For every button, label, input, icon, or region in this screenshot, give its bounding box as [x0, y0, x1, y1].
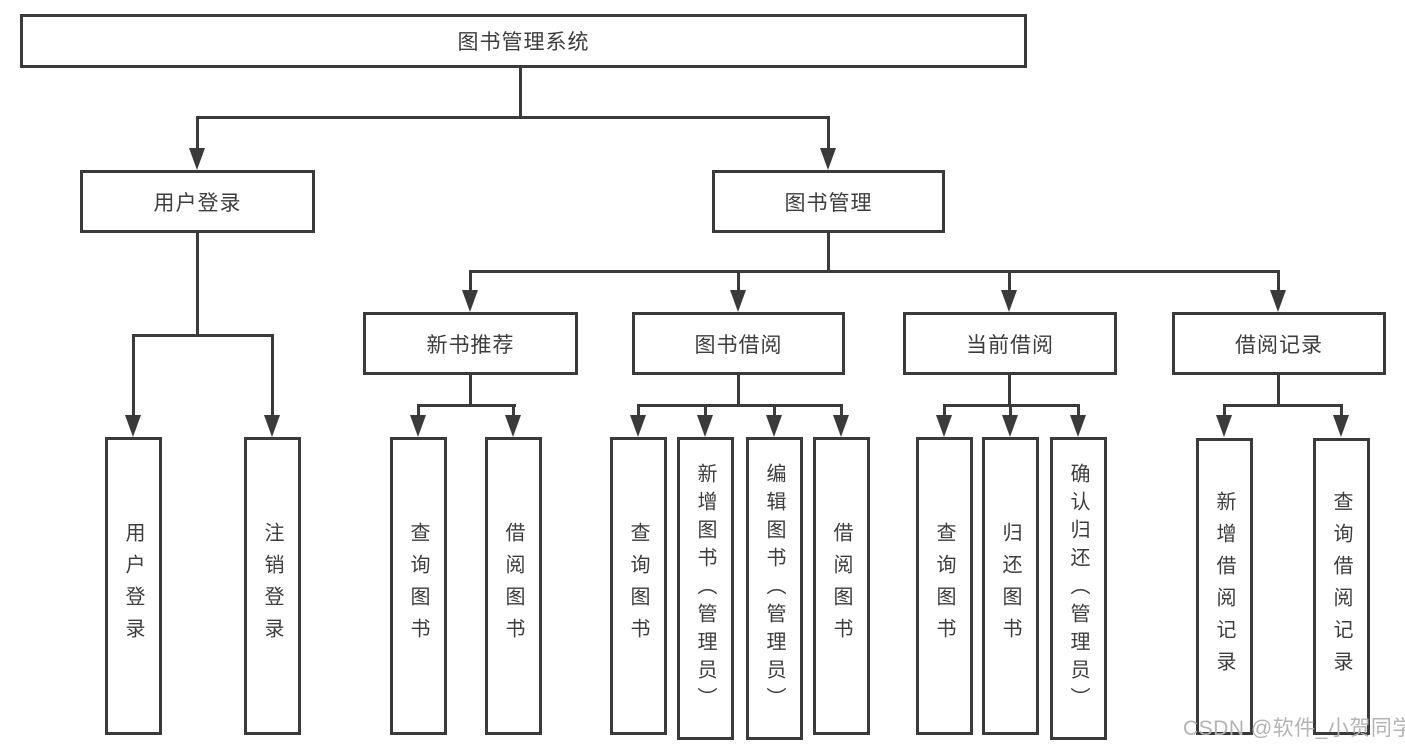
connector-drop-cb-query — [943, 404, 946, 418]
leaf-br-add-record-label: 新增借阅记录 — [1213, 490, 1235, 683]
node-current-borrow: 当前借阅 — [903, 312, 1117, 375]
connector-drop-bb-add — [704, 404, 707, 418]
node-library-system-label: 图书管理系统 — [457, 31, 590, 54]
connector-current-trunk — [1008, 375, 1011, 407]
leaf-nb-query-books-label: 查询图书 — [407, 522, 429, 650]
connector-drop-borrow — [737, 270, 740, 296]
arrowhead-nb-query — [410, 415, 426, 437]
arrowhead-nb-borrow — [505, 415, 521, 437]
leaf-cb-confirm-return-admin-label: 确认归还（管理员） — [1067, 462, 1089, 715]
arrowhead-cb-query — [936, 415, 952, 437]
connector-drop-br-add — [1223, 404, 1226, 418]
connector-drop-records — [1277, 270, 1280, 296]
leaf-bb-add-books-admin: 新增图书（管理员） — [677, 437, 734, 740]
leaf-cb-query-books: 查询图书 — [916, 437, 973, 735]
connector-drop-current — [1008, 270, 1011, 296]
leaf-user-login-label: 用户登录 — [122, 522, 144, 650]
leaf-br-query-record: 查询借阅记录 — [1313, 438, 1370, 735]
leaf-cb-query-books-label: 查询图书 — [933, 522, 955, 650]
leaf-bb-query-books-label: 查询图书 — [627, 522, 649, 650]
leaf-cb-return-books-label: 归还图书 — [999, 522, 1021, 650]
leaf-br-query-record-label: 查询借阅记录 — [1330, 490, 1352, 683]
node-library-system: 图书管理系统 — [20, 14, 1027, 68]
leaf-bb-add-books-admin-label: 新增图书（管理员） — [694, 462, 716, 715]
leaf-bb-query-books: 查询图书 — [610, 437, 667, 735]
arrowhead-new-book — [462, 290, 478, 312]
connector-new-book-split — [417, 404, 516, 407]
connector-borrow-trunk — [737, 375, 740, 407]
arrowhead-borrow — [730, 290, 746, 312]
connector-drop-bb-borrow — [840, 404, 843, 418]
node-borrow-records-label: 借阅记录 — [1235, 333, 1323, 357]
connector-root-split — [196, 116, 830, 119]
node-book-mgmt: 图书管理 — [712, 170, 945, 233]
node-current-borrow-label: 当前借阅 — [966, 333, 1054, 357]
connector-drop-new-book — [469, 270, 472, 296]
leaf-cb-confirm-return-admin: 确认归还（管理员） — [1050, 437, 1107, 740]
node-book-borrow: 图书借阅 — [632, 312, 845, 375]
connector-drop-book-mgmt — [827, 116, 830, 154]
node-user-login-label: 用户登录 — [153, 191, 242, 215]
leaf-bb-borrow-books-label: 借阅图书 — [830, 522, 852, 650]
arrowhead-book-mgmt — [820, 148, 836, 170]
connector-drop-cb-return — [1009, 404, 1012, 418]
arrowhead-bb-add — [697, 415, 713, 437]
leaf-user-login: 用户登录 — [105, 437, 162, 735]
arrowhead-cb-confirm — [1070, 415, 1086, 437]
arrowhead-login-leaf — [125, 415, 141, 437]
node-user-login: 用户登录 — [80, 170, 315, 233]
leaf-logout: 注销登录 — [244, 437, 301, 735]
connector-borrow-split — [637, 404, 843, 407]
leaf-nb-query-books: 查询图书 — [390, 437, 447, 735]
node-book-mgmt-label: 图书管理 — [784, 191, 873, 215]
connector-drop-bb-edit — [773, 404, 776, 418]
node-new-book-rec-label: 新书推荐 — [426, 333, 515, 357]
connector-records-trunk — [1277, 375, 1280, 407]
connector-root-trunk — [519, 68, 522, 118]
connector-book-mgmt-trunk — [827, 233, 830, 273]
arrowhead-br-add — [1216, 415, 1232, 437]
arrowhead-current — [1001, 290, 1017, 312]
arrowhead-bb-edit — [766, 415, 782, 437]
connector-new-book-trunk — [469, 375, 472, 407]
connector-drop-cb-confirm — [1077, 404, 1080, 418]
node-borrow-records: 借阅记录 — [1172, 312, 1386, 375]
leaf-cb-return-books: 归还图书 — [982, 437, 1039, 735]
connector-drop-logout-leaf — [271, 334, 274, 420]
arrowhead-records — [1270, 290, 1286, 312]
connector-records-split — [1223, 404, 1343, 407]
connector-drop-nb-query — [417, 404, 420, 418]
leaf-bb-edit-books-admin-label: 编辑图书（管理员） — [763, 462, 785, 715]
leaf-nb-borrow-books-label: 借阅图书 — [502, 522, 524, 650]
leaf-bb-borrow-books: 借阅图书 — [813, 437, 870, 735]
connector-drop-bb-query — [637, 404, 640, 418]
connector-drop-br-query — [1340, 404, 1343, 418]
leaf-nb-borrow-books: 借阅图书 — [485, 437, 542, 735]
csdn-watermark: CSDN @软件_小贺同学 — [1183, 717, 1405, 740]
arrowhead-user-login — [189, 148, 205, 170]
connector-drop-user-login — [196, 116, 199, 154]
arrowhead-logout-leaf — [264, 415, 280, 437]
leaf-logout-label: 注销登录 — [261, 522, 283, 650]
node-new-book-rec: 新书推荐 — [363, 312, 578, 375]
arrowhead-cb-return — [1002, 415, 1018, 437]
connector-drop-nb-borrow — [512, 404, 515, 418]
connector-user-login-split — [132, 334, 274, 337]
node-book-borrow-label: 图书借阅 — [694, 333, 783, 357]
leaf-br-add-record: 新增借阅记录 — [1196, 438, 1253, 735]
leaf-bb-edit-books-admin: 编辑图书（管理员） — [746, 437, 803, 740]
arrowhead-bb-query — [630, 415, 646, 437]
connector-book-mgmt-split — [469, 270, 1280, 273]
connector-user-login-trunk — [196, 233, 199, 336]
arrowhead-bb-borrow — [833, 415, 849, 437]
arrowhead-br-query — [1333, 415, 1349, 437]
connector-drop-login-leaf — [132, 334, 135, 420]
